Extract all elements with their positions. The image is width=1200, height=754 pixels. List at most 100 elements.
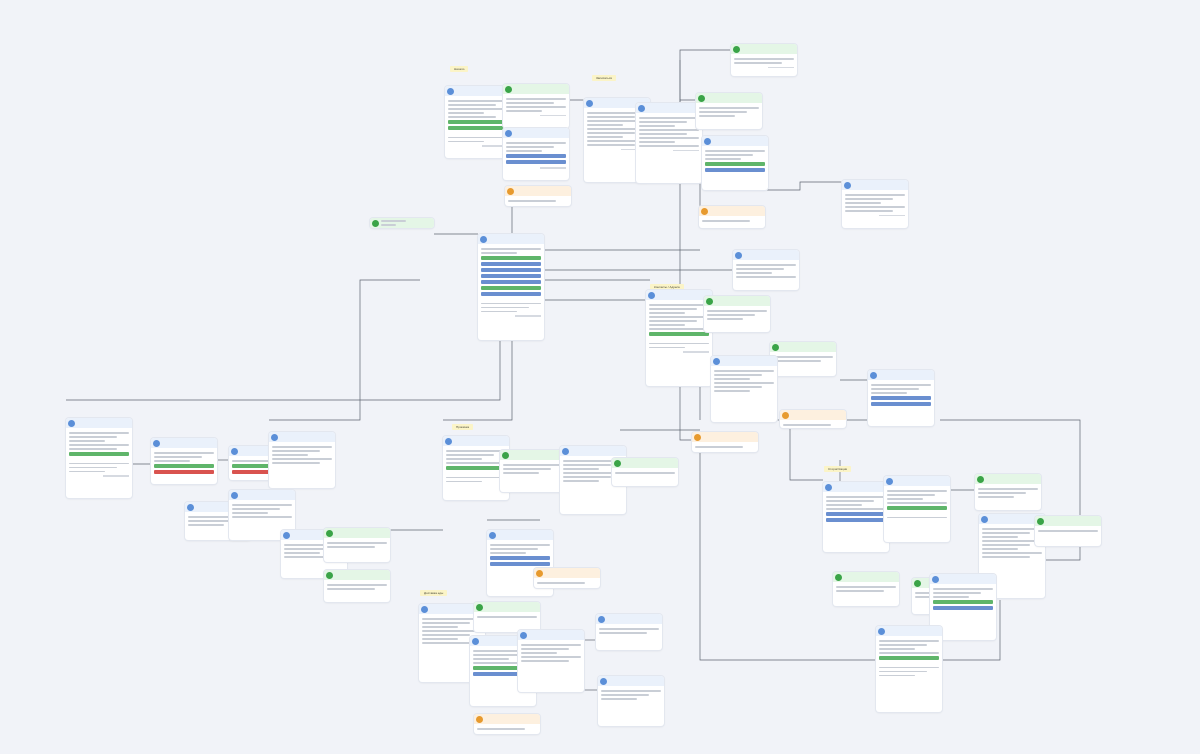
delay-node[interactable] — [780, 410, 846, 428]
node-button[interactable] — [154, 464, 214, 469]
node-icon — [706, 297, 713, 305]
start-node[interactable] — [370, 218, 434, 228]
group-label: Доставка еды — [420, 590, 448, 596]
message-node[interactable] — [711, 356, 777, 422]
message-node[interactable] — [443, 436, 509, 500]
node-button[interactable] — [887, 506, 947, 511]
node-button[interactable] — [933, 600, 993, 605]
menu-button[interactable] — [481, 292, 541, 297]
message-node[interactable] — [151, 438, 217, 484]
node-button[interactable] — [232, 470, 292, 475]
message-node[interactable] — [733, 250, 799, 290]
menu-button[interactable] — [481, 286, 541, 291]
node-icon — [153, 439, 160, 447]
node-icon — [1037, 517, 1044, 525]
message-node[interactable] — [696, 93, 762, 129]
delay-node[interactable] — [699, 206, 765, 228]
message-node[interactable] — [612, 458, 678, 486]
group-label: Прокачка — [452, 424, 474, 430]
node-button[interactable] — [446, 466, 506, 471]
node-icon — [981, 515, 988, 523]
node-button[interactable] — [154, 470, 214, 475]
node-icon — [476, 603, 483, 611]
node-icon — [698, 94, 705, 102]
node-icon — [835, 573, 842, 581]
message-node[interactable] — [646, 290, 712, 386]
delay-node[interactable] — [505, 186, 571, 206]
node-icon — [421, 605, 428, 613]
message-node[interactable] — [598, 676, 664, 726]
node-button[interactable] — [879, 656, 939, 661]
node-button[interactable] — [705, 162, 765, 167]
menu-button[interactable] — [481, 256, 541, 261]
message-node[interactable] — [1035, 516, 1101, 546]
node-icon — [598, 615, 605, 623]
node-icon — [68, 419, 75, 427]
menu-button[interactable] — [481, 268, 541, 273]
message-node[interactable] — [229, 490, 295, 540]
message-node[interactable] — [975, 474, 1041, 510]
message-node[interactable] — [833, 572, 899, 606]
node-icon — [733, 45, 740, 53]
message-node[interactable] — [503, 84, 569, 128]
node-icon — [614, 459, 621, 467]
timer-icon — [507, 187, 514, 195]
menu-node[interactable] — [478, 234, 544, 340]
message-node[interactable] — [269, 432, 335, 488]
menu-button[interactable] — [481, 280, 541, 285]
node-icon — [886, 477, 893, 485]
message-node[interactable] — [842, 180, 908, 228]
node-button[interactable] — [826, 518, 886, 523]
message-node[interactable] — [66, 418, 132, 498]
node-icon — [704, 137, 711, 145]
node-button[interactable] — [649, 332, 709, 337]
message-node[interactable] — [731, 44, 797, 76]
node-icon — [505, 85, 512, 93]
node-button[interactable] — [448, 126, 508, 131]
delay-node[interactable] — [474, 714, 540, 734]
node-button[interactable] — [871, 402, 931, 407]
message-node[interactable] — [868, 370, 934, 426]
message-node[interactable] — [324, 570, 390, 602]
message-node[interactable] — [518, 630, 584, 692]
delay-node[interactable] — [692, 432, 758, 452]
node-button[interactable] — [705, 168, 765, 173]
message-node[interactable] — [445, 86, 511, 158]
node-icon — [638, 104, 645, 112]
node-button[interactable] — [871, 396, 931, 401]
message-node[interactable] — [823, 482, 889, 552]
message-node[interactable] — [770, 342, 836, 376]
message-node[interactable] — [636, 103, 702, 183]
node-button[interactable] — [933, 606, 993, 611]
node-button[interactable] — [826, 512, 886, 517]
node-button[interactable] — [506, 160, 566, 165]
node-button[interactable] — [490, 556, 550, 561]
message-node[interactable] — [324, 528, 390, 562]
message-node[interactable] — [474, 602, 540, 632]
message-node[interactable] — [487, 530, 553, 596]
node-button[interactable] — [69, 452, 129, 457]
message-node[interactable] — [876, 626, 942, 712]
menu-button[interactable] — [481, 274, 541, 279]
menu-button[interactable] — [481, 262, 541, 267]
node-button[interactable] — [232, 464, 292, 469]
node-button[interactable] — [490, 562, 550, 567]
node-icon — [502, 451, 509, 459]
message-node[interactable] — [702, 136, 768, 190]
node-icon — [271, 433, 278, 441]
node-icon — [447, 87, 454, 95]
node-icon — [713, 357, 720, 365]
message-node[interactable] — [503, 128, 569, 180]
delay-node[interactable] — [534, 568, 600, 588]
node-button[interactable] — [473, 672, 533, 677]
message-node[interactable] — [596, 614, 662, 650]
start-icon — [372, 219, 379, 227]
node-button[interactable] — [448, 120, 508, 125]
node-button[interactable] — [506, 154, 566, 159]
message-node[interactable] — [500, 450, 566, 492]
message-node[interactable] — [884, 476, 950, 542]
timer-icon — [701, 207, 708, 215]
message-node[interactable] — [704, 296, 770, 332]
node-button[interactable] — [473, 666, 533, 671]
